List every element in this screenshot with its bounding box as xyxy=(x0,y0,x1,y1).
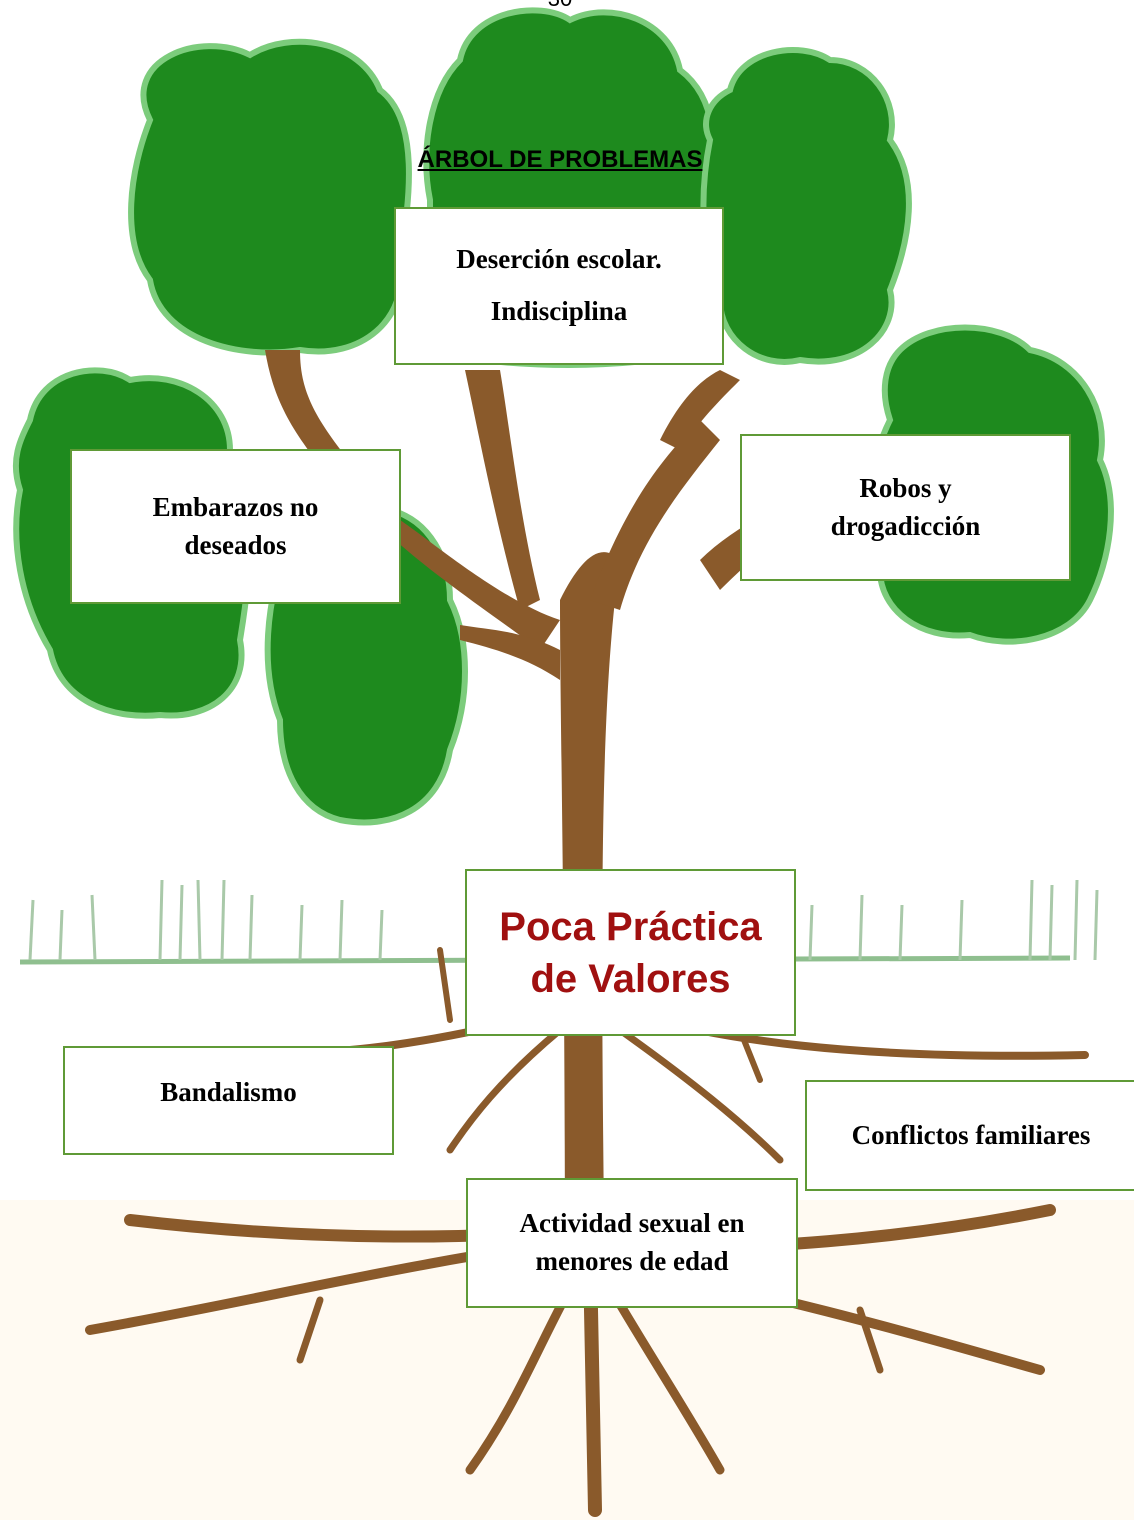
grass-blade xyxy=(28,899,35,961)
branch-top-left xyxy=(465,370,540,610)
grass-blade xyxy=(220,879,226,961)
branch-left xyxy=(395,520,560,650)
branch-upper-right xyxy=(660,370,740,450)
effect-top-line2: Indisciplina xyxy=(490,296,628,326)
effect-right-line1: Robos y xyxy=(859,472,952,503)
grass-blade xyxy=(1028,879,1034,961)
cause-bottom-box: Actividad sexual en menores de edad xyxy=(466,1178,798,1308)
cause-right-text: Conflictos familiares xyxy=(851,1119,1091,1150)
cause-bottom-line2: menores de edad xyxy=(535,1246,729,1276)
grass-blade xyxy=(178,884,184,961)
cause-bottom-line1: Actividad sexual en xyxy=(519,1208,745,1239)
root xyxy=(737,1027,763,1083)
central-problem-box: Poca Práctica de Valores xyxy=(465,869,796,1036)
cause-left-text: Bandalismo xyxy=(160,1077,297,1107)
root xyxy=(437,947,453,1023)
grass-blade xyxy=(196,879,202,961)
root xyxy=(296,1296,324,1364)
grass-blade xyxy=(808,904,814,961)
effect-top-line1: Deserción escolar. xyxy=(456,244,662,275)
grass-blade xyxy=(298,904,304,961)
central-problem-line1: Poca Práctica xyxy=(499,904,762,949)
effect-left-line1: Embarazos no xyxy=(152,491,319,522)
branch-low-left xyxy=(460,625,560,680)
effect-right-line2: drogadicción xyxy=(830,510,981,541)
grass-blade xyxy=(1093,889,1099,961)
effect-right-box: Robos y drogadicción xyxy=(740,434,1071,581)
cause-left-box: Bandalismo xyxy=(63,1046,394,1155)
central-problem-line2: de Valores xyxy=(530,956,731,1001)
root xyxy=(616,1026,784,1164)
grass-blade xyxy=(958,899,964,961)
grass-blade xyxy=(858,894,864,961)
grass-blade xyxy=(338,899,344,961)
grass-blade xyxy=(248,894,254,961)
effect-left-box: Embarazos no deseados xyxy=(70,449,401,604)
cause-right-box: Conflictos familiares xyxy=(805,1080,1134,1191)
canopy-top-right xyxy=(700,47,912,365)
grass-blade xyxy=(378,909,384,961)
diagram-title: ÁRBOL DE PROBLEMAS xyxy=(417,146,703,173)
grass-blade xyxy=(158,879,164,961)
root xyxy=(446,1026,564,1154)
grass-blade xyxy=(58,909,64,961)
effect-left-line2: deseados xyxy=(184,529,287,560)
grass-blade xyxy=(898,904,904,961)
canopy-top-left xyxy=(128,38,412,356)
page-number: 30 xyxy=(520,0,600,12)
effect-top-box: Deserción escolar. Indisciplina xyxy=(394,207,724,365)
grass-blade xyxy=(90,894,97,961)
root xyxy=(856,1306,884,1374)
branch-right xyxy=(590,420,720,610)
grass-blade xyxy=(1048,884,1054,961)
grass-blade xyxy=(1073,879,1079,961)
